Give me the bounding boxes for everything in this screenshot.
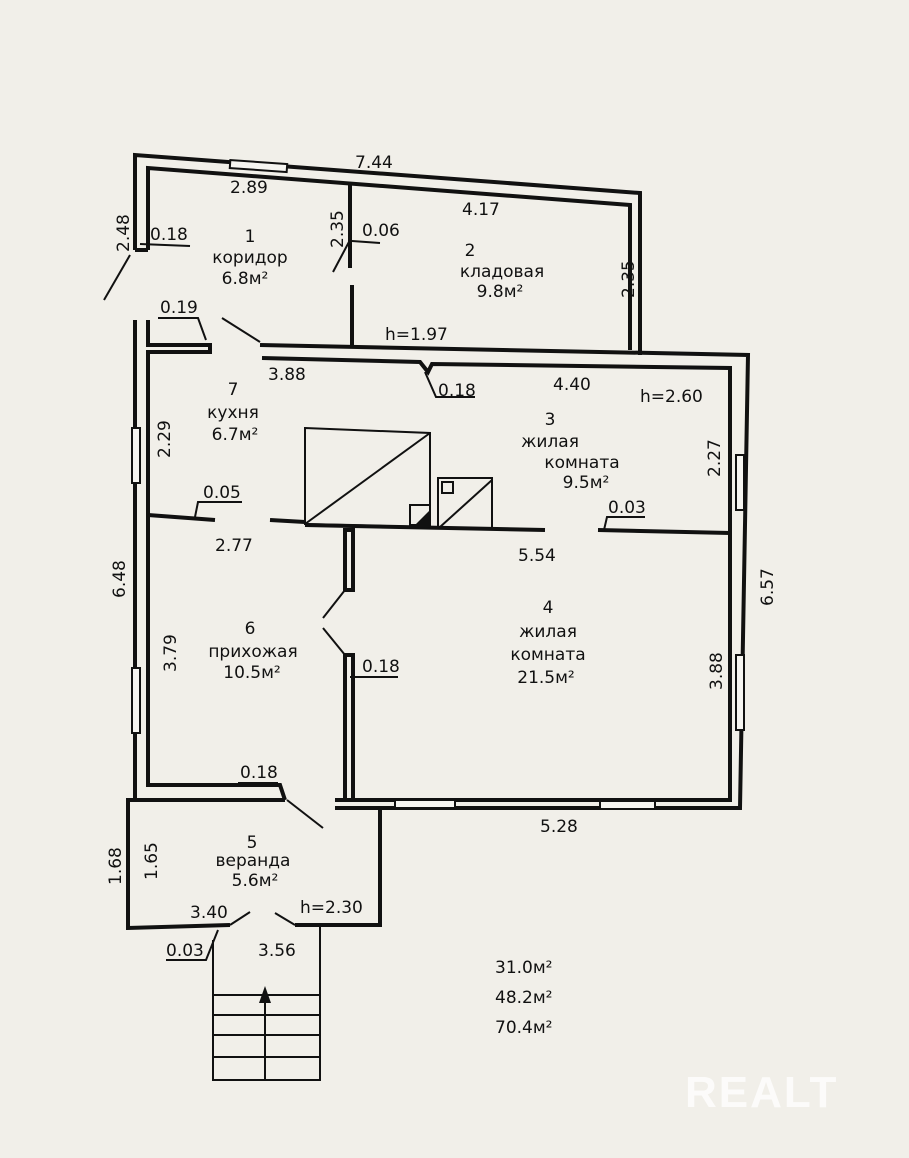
room-area: 6.8м² xyxy=(222,269,269,289)
dimension: 3.79 xyxy=(161,634,181,672)
room-number: 7 xyxy=(228,380,239,400)
room-number: 3 xyxy=(545,410,556,430)
dimension: 2.89 xyxy=(230,178,268,198)
room-name: коридор xyxy=(212,248,287,268)
room-5-label: 5 веранда 5.6м² xyxy=(216,833,291,891)
dimension: 3.40 xyxy=(190,903,228,923)
dimension: 0.06 xyxy=(362,221,400,241)
walls xyxy=(126,152,751,931)
room-name: прихожая xyxy=(208,642,297,662)
dimension: 2.35 xyxy=(619,260,639,298)
dimensions: 7.44 2.89 4.17 2.48 0.18 2.35 0.06 2.35 … xyxy=(106,153,778,961)
room-number: 2 xyxy=(465,241,476,261)
dimension: 3.88 xyxy=(707,652,727,690)
room-number: 6 xyxy=(245,619,256,639)
room-name: веранда xyxy=(216,851,291,871)
room-1-label: 1 коридор 6.8м² xyxy=(212,227,287,289)
dimension: 2.29 xyxy=(155,420,175,458)
dimension: 1.68 xyxy=(106,847,126,885)
room-name: кухня xyxy=(207,403,259,423)
room-area: 9.5м² xyxy=(563,473,610,493)
dimension: h=2.30 xyxy=(300,898,363,918)
room-number: 4 xyxy=(543,598,554,618)
dimension: 0.18 xyxy=(362,657,400,677)
room-name: комната xyxy=(544,453,619,473)
dimension: h=1.97 xyxy=(385,325,448,345)
total-area: 31.0м² xyxy=(495,958,553,978)
dimension: 5.28 xyxy=(540,817,578,837)
dimension: 7.44 xyxy=(355,153,393,173)
dimension: h=2.60 xyxy=(640,387,703,407)
entrance-stairs xyxy=(212,925,321,1081)
room-3-label: 3 жилая комната 9.5м² xyxy=(521,410,620,493)
dimension: 4.17 xyxy=(462,200,500,220)
room-4-label: 4 жилая комната 21.5м² xyxy=(510,598,585,688)
room-name: кладовая xyxy=(460,262,544,282)
dimension: 6.48 xyxy=(110,560,130,598)
dimension: 6.57 xyxy=(758,568,778,606)
dimension: 2.27 xyxy=(705,439,725,477)
dimension: 0.18 xyxy=(150,225,188,245)
room-area: 6.7м² xyxy=(212,425,259,445)
dimension: 2.77 xyxy=(215,536,253,556)
room-number: 5 xyxy=(247,833,258,853)
total-area: 48.2м² xyxy=(495,988,553,1008)
room-number: 1 xyxy=(245,227,256,247)
room-area: 10.5м² xyxy=(223,663,281,683)
room-area: 21.5м² xyxy=(517,668,575,688)
dimension: 0.03 xyxy=(166,941,204,961)
room-7-label: 7 кухня 6.7м² xyxy=(207,380,259,445)
total-area: 70.4м² xyxy=(495,1018,553,1038)
realt-watermark: REALT xyxy=(685,1068,838,1117)
room-area: 5.6м² xyxy=(232,871,279,891)
room-2-label: 2 кладовая 9.8м² xyxy=(460,241,544,302)
arrow-up-icon xyxy=(259,986,271,1003)
dimension: 0.18 xyxy=(240,763,278,783)
room-name: жилая xyxy=(519,622,577,642)
door-swings xyxy=(103,239,351,926)
dimension: 3.88 xyxy=(268,365,306,385)
dimension: 1.65 xyxy=(142,842,162,880)
room-name: комната xyxy=(510,645,585,665)
dimension: 2.48 xyxy=(114,214,134,252)
dimension: 2.35 xyxy=(328,210,348,248)
dimension: 0.03 xyxy=(608,498,646,518)
room-6-label: 6 прихожая 10.5м² xyxy=(208,619,297,683)
stove-chimney xyxy=(304,426,493,529)
room-area: 9.8м² xyxy=(477,282,524,302)
dimension: 0.19 xyxy=(160,298,198,318)
dimension: 3.56 xyxy=(258,941,296,961)
dimension: 4.40 xyxy=(553,375,591,395)
dimension: 0.05 xyxy=(203,483,241,503)
room-name: жилая xyxy=(521,432,579,452)
area-totals: 31.0м² 48.2м² 70.4м² xyxy=(495,958,553,1038)
dimension: 5.54 xyxy=(518,546,556,566)
